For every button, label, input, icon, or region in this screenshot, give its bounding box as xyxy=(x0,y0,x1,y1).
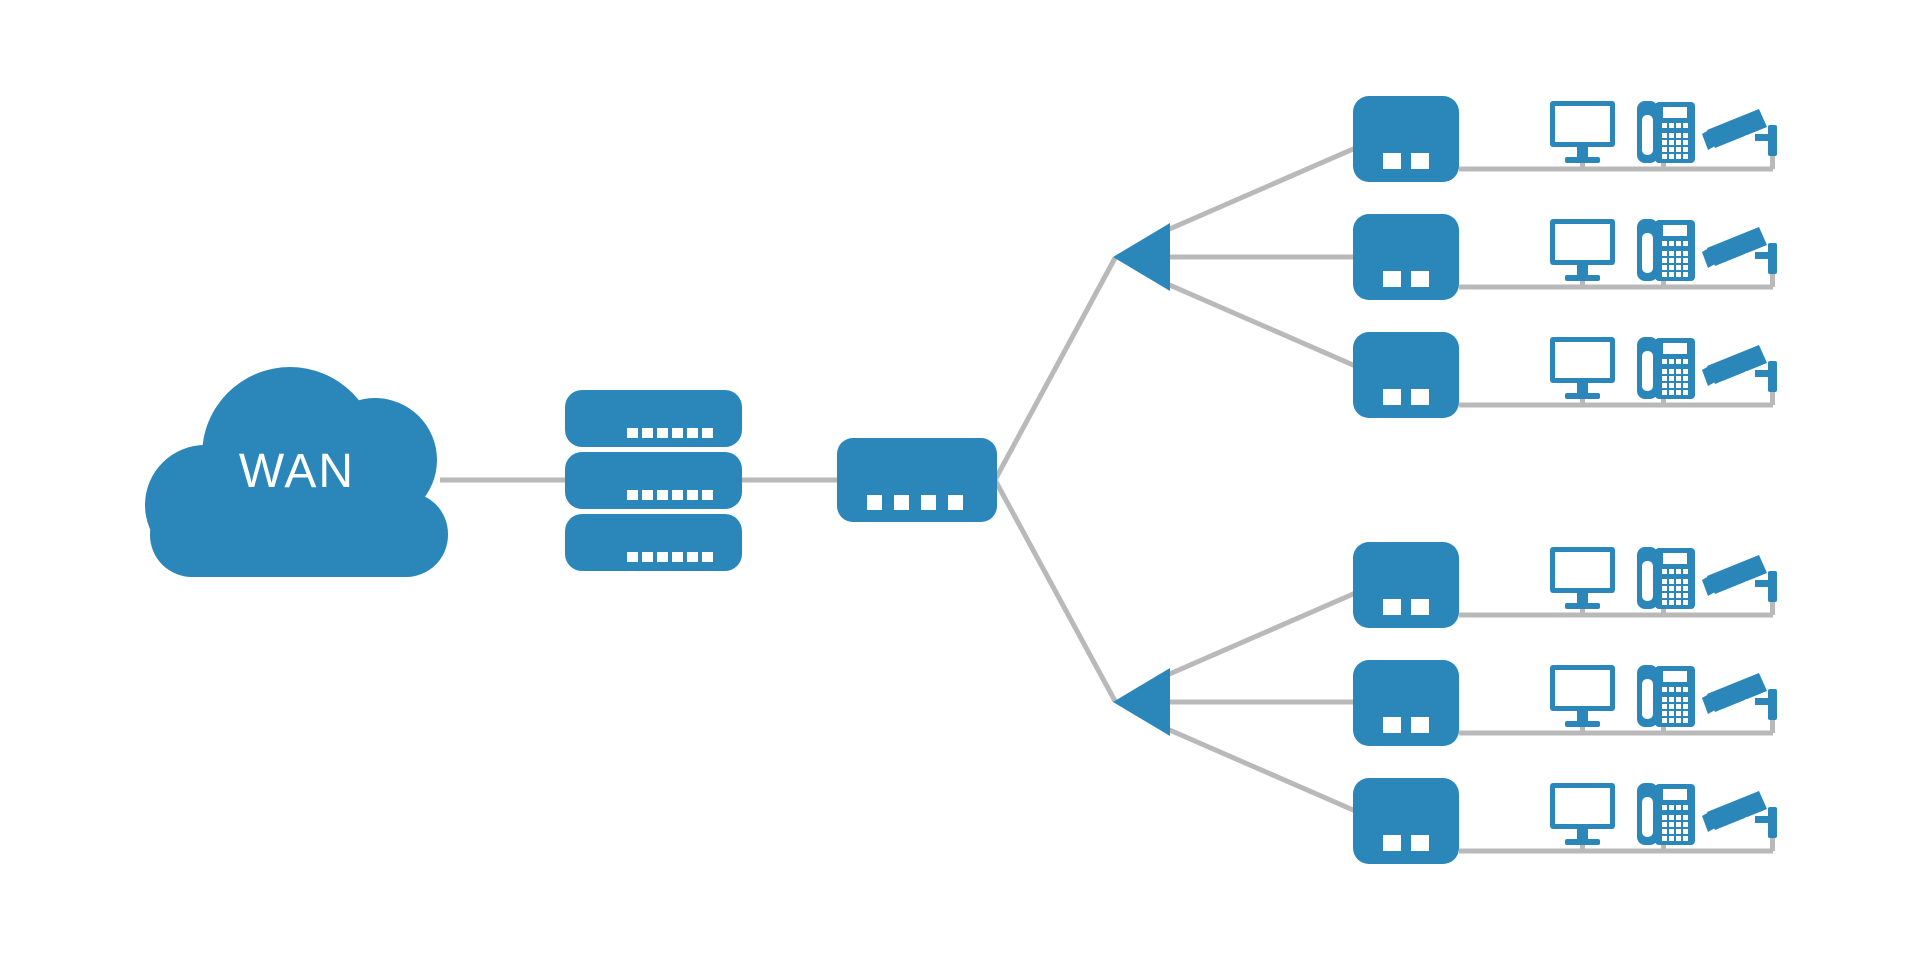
ip-phone-icon xyxy=(1637,101,1695,169)
cctv-camera-icon xyxy=(1702,345,1777,405)
connector-lines xyxy=(440,143,1361,816)
core-switch-icon xyxy=(837,438,997,522)
access-rows xyxy=(1353,96,1777,864)
access-switch-6-group xyxy=(1353,778,1777,864)
access-switch-icon xyxy=(1353,660,1459,746)
connector-splitter-row3 xyxy=(1164,280,1361,371)
cctv-camera-icon xyxy=(1702,109,1777,169)
core-switch-node xyxy=(837,438,997,522)
access-switch-4-group xyxy=(1353,542,1777,628)
access-switch-icon xyxy=(1353,542,1459,628)
server-unit-icon xyxy=(565,514,742,571)
ip-phone-icon xyxy=(1637,665,1695,733)
access-switch-3-group xyxy=(1353,332,1777,418)
access-switch-1-group xyxy=(1353,96,1777,182)
access-switch-2-group xyxy=(1353,214,1777,300)
ip-phone-icon xyxy=(1637,219,1695,287)
distribution-splitter-bottom-icon xyxy=(1113,668,1170,736)
cloud-icon xyxy=(145,367,448,577)
port-led xyxy=(894,495,909,510)
cctv-camera-icon xyxy=(1702,227,1777,287)
port-led xyxy=(948,495,963,510)
monitor-icon xyxy=(1550,337,1615,405)
server-unit-icon xyxy=(565,390,742,447)
connector-splitter-row1 xyxy=(1164,143,1361,234)
distribution-splitter-top-icon xyxy=(1113,223,1170,291)
ip-phone-icon xyxy=(1637,337,1695,405)
access-switch-icon xyxy=(1353,778,1459,864)
access-switch-icon xyxy=(1353,214,1459,300)
monitor-icon xyxy=(1550,783,1615,851)
port-led xyxy=(921,495,936,510)
monitor-icon xyxy=(1550,547,1615,615)
cctv-camera-icon xyxy=(1702,555,1777,615)
monitor-icon xyxy=(1550,219,1615,287)
access-switch-icon xyxy=(1353,96,1459,182)
server-stack-node xyxy=(565,390,742,571)
monitor-icon xyxy=(1550,665,1615,733)
port-led xyxy=(867,495,882,510)
server-unit-icon xyxy=(565,452,742,509)
cctv-camera-icon xyxy=(1702,673,1777,733)
connector-splitter-row6 xyxy=(1164,725,1361,816)
access-switch-icon xyxy=(1353,332,1459,418)
connector-core-splitter-bottom xyxy=(992,478,1118,703)
ip-phone-icon xyxy=(1637,547,1695,615)
ip-phone-icon xyxy=(1637,783,1695,851)
wan-cloud-node: WAN xyxy=(145,367,448,577)
wan-label: WAN xyxy=(239,445,355,498)
cctv-camera-icon xyxy=(1702,791,1777,851)
connector-splitter-row4 xyxy=(1164,588,1361,679)
monitor-icon xyxy=(1550,101,1615,169)
connector-core-splitter-top xyxy=(992,256,1118,482)
access-switch-5-group xyxy=(1353,660,1777,746)
